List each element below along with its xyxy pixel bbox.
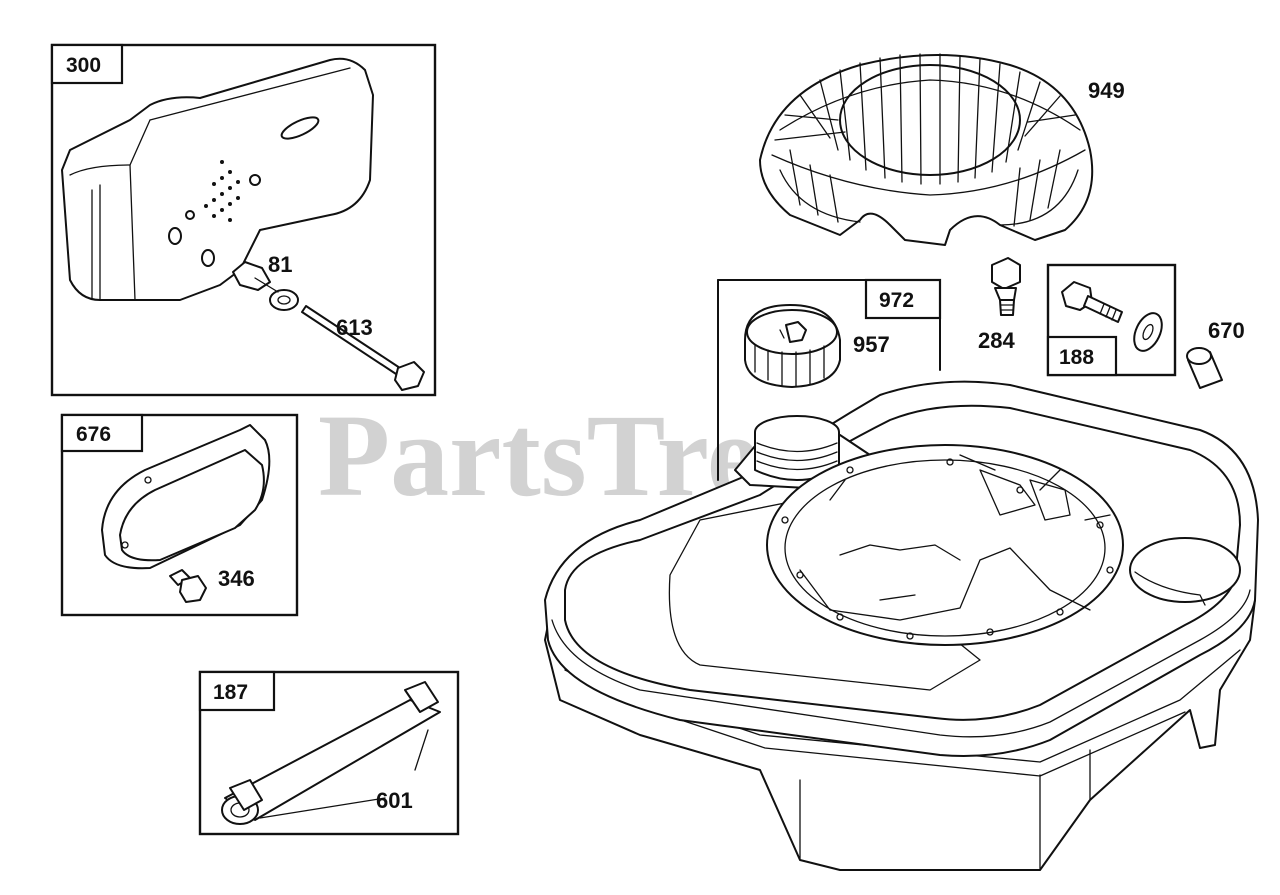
muffler-group-label: 300 bbox=[66, 54, 101, 77]
muffler-vent-holes bbox=[204, 160, 240, 222]
fuel-cap-drawing bbox=[744, 304, 841, 388]
callout-957: 957 bbox=[853, 332, 890, 357]
callout-284: 284 bbox=[978, 328, 1015, 353]
deflector-group-tab bbox=[60, 413, 144, 453]
muffler-group-tab bbox=[50, 43, 124, 85]
bolt-kit-group-label: 188 bbox=[1059, 346, 1094, 369]
bolt-kit-group-tab bbox=[1046, 335, 1118, 377]
callouts: 81 613 346 601 949 284 957 670 bbox=[218, 78, 1245, 813]
deflector-group-label: 676 bbox=[76, 423, 111, 446]
spacer-drawing bbox=[1186, 347, 1223, 389]
rewind-cover-drawing bbox=[759, 53, 1094, 246]
fuel-line-group-label: 187 bbox=[213, 681, 248, 704]
bolt-kit-group: 188 bbox=[1046, 263, 1177, 377]
stud-drawing bbox=[991, 257, 1021, 316]
deflector-group: 676 bbox=[60, 413, 299, 617]
callout-670: 670 bbox=[1208, 318, 1245, 343]
callout-81: 81 bbox=[268, 252, 292, 277]
callout-346: 346 bbox=[218, 566, 255, 591]
fuel-cap-group: 972 bbox=[717, 278, 942, 481]
fuel-cap-group-label: 972 bbox=[879, 289, 914, 312]
fuel-cap-group-tab bbox=[864, 278, 942, 320]
callout-613: 613 bbox=[336, 315, 373, 340]
callout-601: 601 bbox=[376, 788, 413, 813]
muffler-group: 300 bbox=[50, 43, 437, 397]
fuel-tank-drawing bbox=[544, 380, 1259, 871]
callout-949: 949 bbox=[1088, 78, 1125, 103]
fuel-line-group: 187 bbox=[198, 670, 460, 836]
fuel-line-group-tab bbox=[198, 670, 276, 712]
